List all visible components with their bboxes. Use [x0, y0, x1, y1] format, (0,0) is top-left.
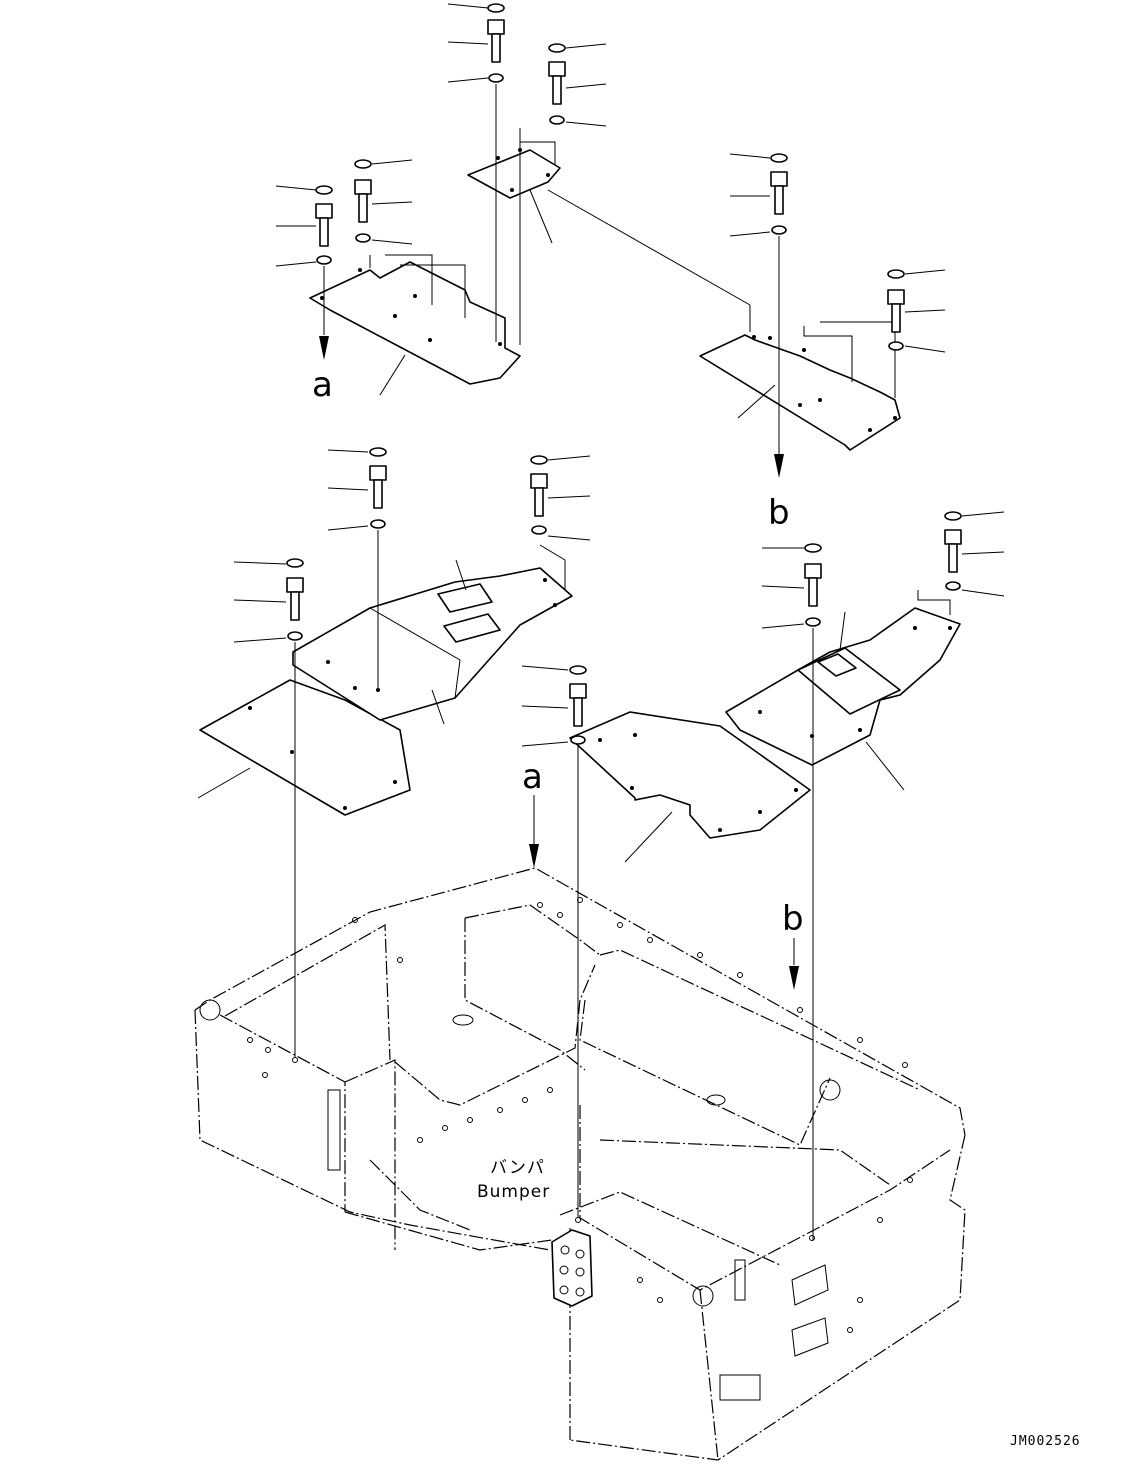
fastener-stack-right-upper-a: [729, 153, 788, 478]
fastener-stack-left-upper-b: [275, 185, 333, 360]
bumper-hitch-block: [551, 1229, 593, 1307]
left-upper-cover-plate: [309, 84, 521, 396]
callout-letter-b-bottom: b: [782, 899, 804, 939]
right-upper-cover-plate: [547, 189, 901, 451]
left-middle-cover-plate: [292, 544, 573, 725]
center-floor-plate: [569, 711, 811, 863]
main-frame-body: [194, 867, 966, 1461]
side-vent-grilles: [791, 1264, 829, 1357]
callout-arrow-a-bottom: [529, 795, 539, 868]
right-middle-cover-plate: [725, 590, 961, 791]
callout-letter-a-bottom: a: [522, 757, 543, 797]
fastener-stack-left-middle-a: [327, 447, 387, 688]
small-top-cover-plate: [467, 128, 561, 244]
bumper-label-english: Bumper: [477, 1182, 550, 1202]
fastener-stack-left-upper-a: [354, 159, 413, 245]
callout-letter-b-top: b: [768, 493, 790, 533]
drawing-code: JM002526: [1010, 1434, 1081, 1449]
fastener-stack-right-upper-b: [887, 269, 946, 353]
fastener-stack-top-right: [548, 43, 607, 127]
fastener-stack-left-middle-c: [530, 455, 591, 541]
frame-holes: [247, 897, 913, 1333]
bumper-label-japanese: バンパ: [490, 1158, 545, 1178]
fastener-stack-left-middle-b: [233, 558, 304, 1058]
callout-arrow-b-bottom: [789, 938, 799, 990]
callout-letter-a-top: a: [312, 365, 333, 405]
fastener-stack-right-middle-b: [944, 511, 1005, 597]
left-floor-plate: [197, 679, 411, 816]
fastener-stack-top-center: [447, 3, 505, 158]
fastener-stack-right-middle-a: [761, 543, 822, 1240]
fastener-stack-center: [521, 665, 587, 1218]
